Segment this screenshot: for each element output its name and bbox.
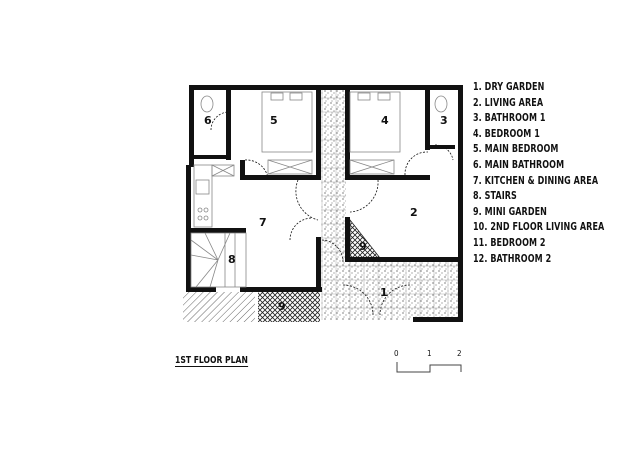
room-label-5: 5 [270, 114, 278, 127]
room-label-9: 9 [278, 300, 286, 313]
room-label-9-triangle: 9 [359, 240, 367, 253]
legend-item: 8. STAIRS [473, 190, 517, 203]
legend-item: 7. KITCHEN & DINING AREA [473, 174, 599, 187]
room-label-6: 6 [204, 114, 212, 127]
plan-title: 1ST FLOOR PLAN [175, 355, 248, 367]
room-label-4: 4 [381, 114, 389, 127]
legend-item: 9. MINI GARDEN [473, 205, 547, 218]
room-legend: 1. DRY GARDEN 2. LIVING AREA 3. BATHROOM… [473, 80, 628, 267]
door-swings [210, 111, 454, 316]
legend-item: 1. DRY GARDEN [473, 81, 545, 93]
scale-label-0: 0 [394, 349, 399, 358]
staircase [190, 232, 247, 288]
bed-1 [349, 91, 401, 153]
main-wardrobe [267, 159, 313, 175]
room-label-8: 8 [228, 253, 236, 266]
legend-item: 6. MAIN BATHROOM [473, 158, 565, 171]
scale-label-2: 2 [457, 349, 462, 358]
legend-item: 12. BATHROOM 2 [473, 252, 552, 265]
legend-item: 5. MAIN BEDROOM [473, 143, 559, 156]
room-label-3: 3 [440, 114, 448, 127]
furniture [190, 91, 448, 288]
walls [186, 85, 463, 322]
legend-item: 2. LIVING AREA [473, 96, 544, 109]
dry-strip [183, 292, 255, 322]
toilet-icon [434, 95, 448, 113]
legend-item: 11. BEDROOM 2 [473, 236, 546, 249]
legend-item: 4. BEDROOM 1 [473, 127, 540, 140]
scale-label-1: 1 [427, 349, 432, 358]
mini-garden [258, 292, 320, 322]
kitchen-counter [193, 164, 213, 228]
scale-bar [396, 362, 462, 373]
main-bed [261, 91, 313, 153]
room-label-2: 2 [410, 206, 418, 219]
legend-item: 10. 2ND FLOOR LIVING AREA [473, 221, 605, 234]
room-label-7: 7 [259, 216, 267, 229]
toilet-icon [200, 95, 214, 113]
room-label-1: 1 [380, 286, 388, 299]
legend-item: 3. BATHROOM 1 [473, 112, 546, 125]
wardrobe-1 [349, 159, 395, 175]
stove-icon [197, 207, 203, 213]
